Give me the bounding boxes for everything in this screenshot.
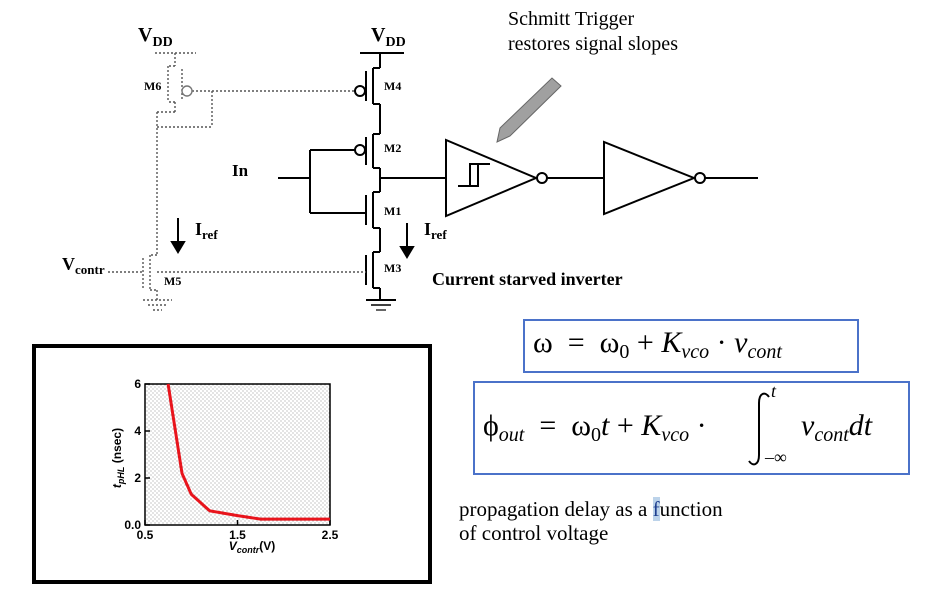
y-tick-label: 6 xyxy=(134,377,141,391)
integral-sign xyxy=(748,392,770,466)
vdd-right-label: VDD xyxy=(371,24,406,50)
schmitt-subtitle: restores signal slopes xyxy=(508,33,678,55)
delay-chart: 0.0 2 4 6 0.5 1.5 2.5 Vcontr(V) tpHL (nsec) xyxy=(32,344,432,584)
m2-label: M2 xyxy=(384,141,401,155)
schmitt-title: Schmitt Trigger xyxy=(508,8,634,30)
schmitt-pointer-arrow xyxy=(496,77,562,143)
m5-label: M5 xyxy=(164,274,181,288)
bias-wiring xyxy=(108,52,366,311)
phi-equation-integrand: vcontdt xyxy=(801,409,873,446)
current-starved-inverter-circuit xyxy=(278,52,758,311)
y-tick-label: 2 xyxy=(134,471,141,485)
chart-xlabel: Vcontr(V) xyxy=(229,539,276,555)
caption-line-2: of control voltage xyxy=(459,521,609,545)
caption-line-1: propagation delay as a function xyxy=(459,497,723,521)
chart-ylabel: tpHL (nsec) xyxy=(110,428,126,488)
x-tick-label: 1.5 xyxy=(229,528,246,542)
m6-gate-bubble xyxy=(181,85,193,97)
iref-arrows xyxy=(170,218,415,259)
caption-highlight: f xyxy=(652,497,660,521)
x-tick-label: 0.5 xyxy=(137,528,154,542)
omega-equation: ω = ω0 + Kvco · vcont xyxy=(533,326,782,363)
integral-upper: t xyxy=(771,381,777,401)
iref-right-label: Iref xyxy=(424,219,447,242)
y-tick-label: 4 xyxy=(134,424,141,438)
current-starved-inverter-label: Current starved inverter xyxy=(432,269,623,289)
m6-label: M6 xyxy=(144,79,161,93)
plot-area xyxy=(144,383,331,526)
iref-left-label: Iref xyxy=(195,219,218,242)
vdd-left-label: VDD xyxy=(138,24,173,50)
m4-label: M4 xyxy=(384,79,401,93)
m1-label: M1 xyxy=(384,204,401,218)
m3-label: M3 xyxy=(384,261,401,275)
omega-equation-box: ω = ω0 + Kvco · vcont xyxy=(523,319,859,373)
phi-equation-box: ϕout = ω0t + Kvco · t –∞ vcontdt xyxy=(473,381,910,475)
chart-ticks: 0.0 2 4 6 0.5 1.5 2.5 xyxy=(124,377,338,542)
vcontr-label: Vcontr xyxy=(62,254,105,277)
in-label: In xyxy=(232,161,249,180)
delay-curve xyxy=(166,383,330,521)
integral-lower: –∞ xyxy=(765,447,787,467)
x-tick-label: 2.5 xyxy=(322,528,339,542)
y-tick-label: 0.0 xyxy=(124,518,141,532)
phi-equation: ϕout = ω0t + Kvco · xyxy=(483,409,707,446)
chart-caption: propagation delay as a function of contr… xyxy=(459,497,723,545)
